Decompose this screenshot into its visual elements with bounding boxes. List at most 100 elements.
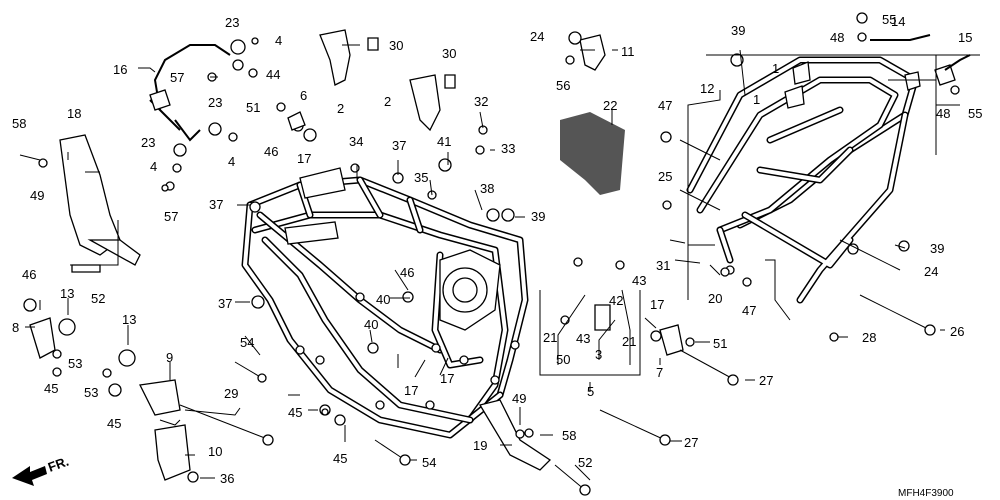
callout-37: 37 [218,296,232,311]
callout-9: 9 [166,350,173,365]
leader-lines [25,44,980,481]
callout-57: 57 [164,209,178,224]
callout-13: 13 [60,286,74,301]
callout-5: 5 [587,384,594,399]
callout-39: 39 [930,241,944,256]
callout-16: 16 [113,62,127,77]
callout-46: 46 [400,265,414,280]
callout-48: 48 [936,106,950,121]
callout-20: 20 [708,291,722,306]
callout-37: 37 [392,138,406,153]
callout-4: 4 [275,33,282,48]
callout-29: 29 [224,386,238,401]
callout-46: 46 [264,144,278,159]
callout-32: 32 [474,94,488,109]
callout-17: 17 [297,151,311,166]
callout-17: 17 [404,383,418,398]
callout-38: 38 [480,181,494,196]
callout-7: 7 [656,365,663,380]
callout-24: 24 [530,29,544,44]
callout-39: 39 [531,209,545,224]
callout-51: 51 [713,336,727,351]
callout-45: 45 [107,416,121,431]
callout-23: 23 [225,15,239,30]
callout-21: 21 [622,334,636,349]
callout-19: 19 [473,438,487,453]
callout-57: 57 [170,70,184,85]
callout-46: 46 [22,267,36,282]
front-label: FR. [46,454,71,475]
callout-43: 43 [632,273,646,288]
callout-17: 17 [650,297,664,312]
callout-36: 36 [220,471,234,486]
callout-53: 53 [68,356,82,371]
callout-52: 52 [578,455,592,470]
diagram-code: MFH4F3900 [898,488,954,499]
callout-58: 58 [12,116,26,131]
callout-45: 45 [333,451,347,466]
rear-frame [686,56,921,304]
callout-21: 21 [543,330,557,345]
callout-40: 40 [376,292,390,307]
callout-1: 1 [753,92,760,107]
callout-47: 47 [658,98,672,113]
callout-52: 52 [91,291,105,306]
small-parts [19,12,971,496]
callout-23: 23 [141,135,155,150]
callout-39: 39 [731,23,745,38]
callout-45: 45 [288,405,302,420]
callout-18: 18 [67,106,81,121]
callout-55: 55 [968,106,982,121]
callout-42: 42 [609,293,623,308]
callout-49: 49 [512,391,526,406]
callout-27: 27 [759,373,773,388]
callout-40: 40 [364,317,378,332]
callout-47: 47 [742,303,756,318]
callout-2: 2 [337,101,344,116]
callout-54: 54 [240,335,254,350]
callout-23: 23 [208,95,222,110]
callout-56: 56 [556,78,570,93]
callout-34: 34 [349,134,363,149]
callout-58: 58 [562,428,576,443]
callout-54: 54 [422,455,436,470]
callout-44: 44 [266,67,280,82]
callout-3: 3 [595,347,602,362]
callout-55: 55 [882,12,896,27]
callout-48: 48 [830,30,844,45]
callout-1: 1 [772,61,779,76]
callout-2: 2 [384,94,391,109]
front-arrow-icon [12,466,47,486]
callout-30: 30 [389,38,403,53]
callout-6: 6 [300,88,307,103]
callout-45: 45 [44,381,58,396]
callout-33: 33 [501,141,515,156]
callout-26: 26 [950,324,964,339]
callout-49: 49 [30,188,44,203]
callout-30: 30 [442,46,456,61]
callout-17: 17 [440,371,454,386]
callout-24: 24 [924,264,938,279]
callout-41: 41 [437,134,451,149]
callout-15: 15 [958,30,972,45]
callout-25: 25 [658,169,672,184]
callout-51: 51 [246,100,260,115]
callout-12: 12 [700,81,714,96]
callout-50: 50 [556,352,570,367]
callout-43: 43 [576,331,590,346]
callout-53: 53 [84,385,98,400]
callout-28: 28 [862,330,876,345]
callout-8: 8 [12,320,19,335]
callout-22: 22 [603,98,617,113]
callout-11: 11 [621,44,635,59]
callout-27: 27 [684,435,698,450]
callout-4: 4 [228,154,235,169]
callout-14: 14 [891,14,905,29]
callout-10: 10 [208,444,222,459]
callout-31: 31 [656,258,670,273]
main-frame [241,167,529,439]
callout-35: 35 [414,170,428,185]
